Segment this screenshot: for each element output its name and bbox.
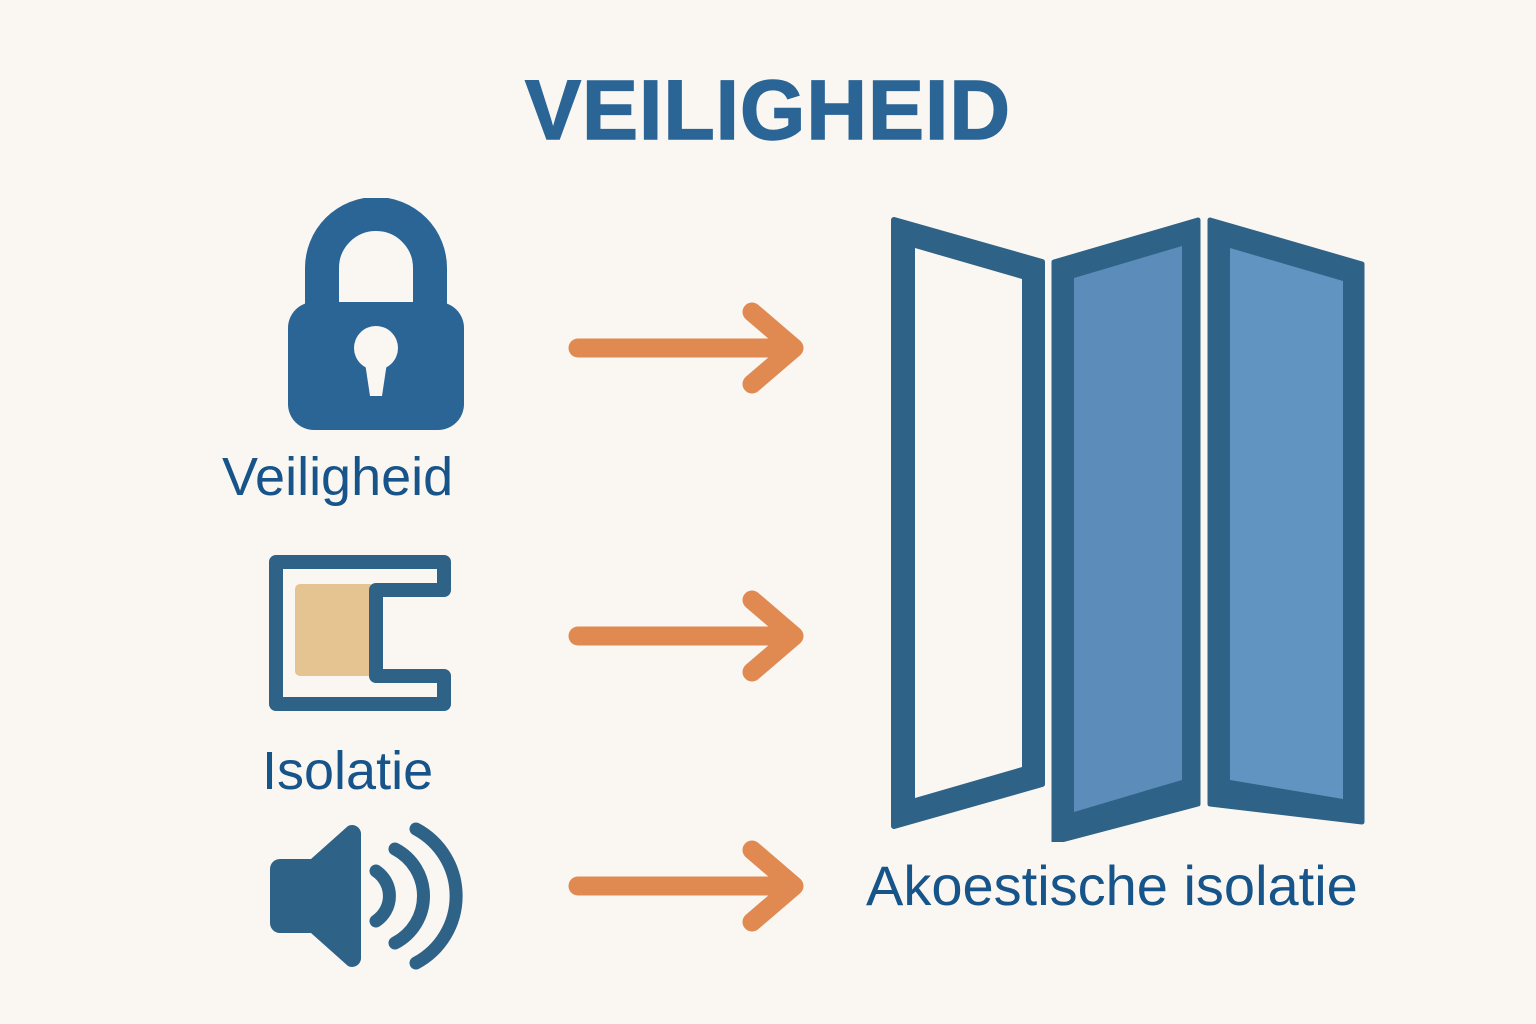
folding-room-divider-icon [862, 202, 1382, 847]
insulation-profile-icon [262, 548, 462, 723]
padlock-icon [276, 197, 476, 443]
arrow-right-icon [566, 300, 816, 401]
feature-row-acoustic [224, 815, 564, 985]
speaker-sound-icon [264, 821, 464, 976]
result-caption: Akoestische isolatie [866, 854, 1358, 917]
feature-label-insulation: Isolatie [262, 741, 434, 801]
feature-row-insulation: Isolatie [224, 548, 564, 798]
arrow-right-icon [566, 588, 816, 689]
feature-row-safety: Veiligheid [222, 197, 564, 528]
divider-panel-left [891, 217, 1045, 829]
page-title: VEILIGHEID [524, 63, 1012, 157]
arrow-right-icon [566, 838, 816, 939]
divider-panel-middle [1051, 217, 1201, 845]
feature-label-safety: Veiligheid [222, 447, 454, 507]
divider-panel-right [1207, 217, 1365, 825]
